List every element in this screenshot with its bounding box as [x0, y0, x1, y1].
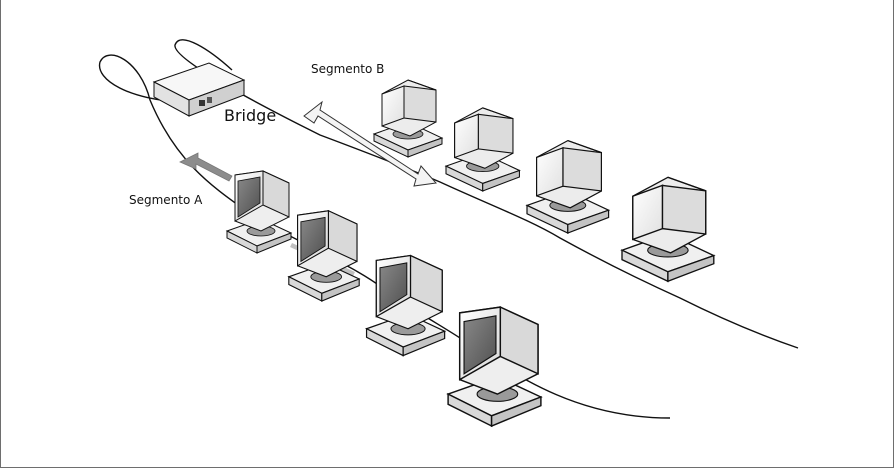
computer-b3: [525, 139, 611, 234]
bridge-label: Bridge: [224, 106, 277, 125]
computer-a2: [287, 209, 361, 302]
computer-b4: [620, 176, 716, 283]
arrow-segment-b: [303, 100, 437, 187]
computer-b1: [372, 79, 444, 158]
computer-a4: [446, 305, 543, 428]
segment-a-label: Segmento A: [129, 193, 203, 207]
arrow-segment-a: [179, 152, 233, 182]
bridge-device: [152, 62, 246, 117]
computer-a1: [225, 170, 293, 254]
computer-a3: [365, 254, 447, 357]
cable-segment-b: [174, 39, 799, 349]
computer-b2: [444, 107, 521, 192]
segment-b-label: Segmento B: [311, 62, 385, 76]
